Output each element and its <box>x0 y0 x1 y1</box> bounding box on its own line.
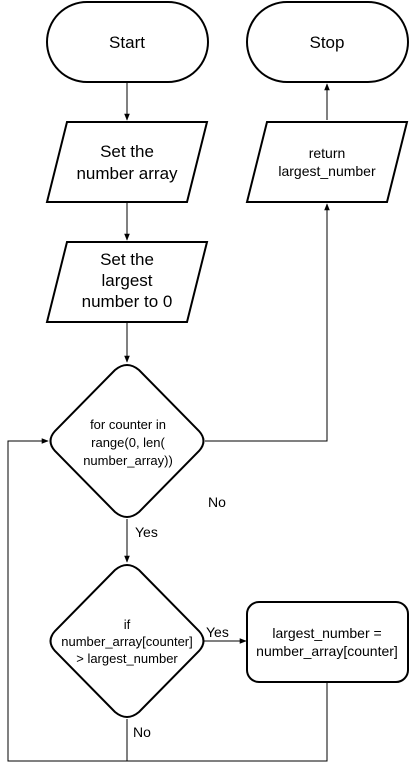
for-loop-line-2: range(0, len( <box>91 435 165 450</box>
set-array-line-1: Set the <box>100 142 154 161</box>
set-array-parallelogram <box>45 121 209 203</box>
if-no-label: No <box>133 724 151 740</box>
if-compare-line-3: > largest_number <box>76 651 178 666</box>
for-loop-label: for counter in range(0, len( number_array)… <box>83 417 173 468</box>
if-decision <box>49 564 205 718</box>
set-array-line-2: number array <box>76 164 178 183</box>
edge-loop-back-to-for <box>7 438 127 762</box>
loop-yes-label: Yes <box>135 524 158 540</box>
stop-line-1: Stop <box>310 33 345 52</box>
for-loop-line-1: for counter in <box>90 417 166 432</box>
return-largest-line-2: largest_number <box>278 163 376 179</box>
set-largest-line-2: largest <box>101 271 152 290</box>
set-largest-line-3: number to 0 <box>82 292 173 311</box>
stop-label: Stop <box>310 33 345 52</box>
assign-label: largest_number = number_array[counter] <box>256 625 398 659</box>
if-compare-line-2: number_array[counter] <box>61 634 193 649</box>
return-parallelogram <box>245 121 409 203</box>
return-largest-line-1: return <box>309 145 346 161</box>
set-largest-label: Set the largest number to 0 <box>82 250 173 311</box>
if-yes-label: Yes <box>206 624 229 640</box>
assign-largest-line-1: largest_number = <box>272 625 381 641</box>
start-line-1: Start <box>109 33 145 52</box>
edge-loop-back <box>126 682 328 762</box>
set-largest-parallelogram <box>45 241 209 323</box>
set-largest-line-1: Set the <box>100 250 154 269</box>
assign-largest-line-2: number_array[counter] <box>256 643 398 659</box>
stop-terminator <box>246 1 409 83</box>
start-label: Start <box>109 33 145 52</box>
for-loop-decision <box>49 364 205 518</box>
start-terminator <box>46 1 209 83</box>
loop-no-label: No <box>208 494 226 510</box>
if-label: if number_array[counter] > largest_number <box>61 617 193 666</box>
assign-process <box>246 601 409 683</box>
if-compare-line-1: if <box>124 617 131 632</box>
edge-for-loop-no-to-return <box>205 203 330 442</box>
return-label: return largest_number <box>278 145 376 179</box>
for-loop-line-3: number_array)) <box>83 453 173 468</box>
set-array-label: Set the number array <box>76 142 178 183</box>
